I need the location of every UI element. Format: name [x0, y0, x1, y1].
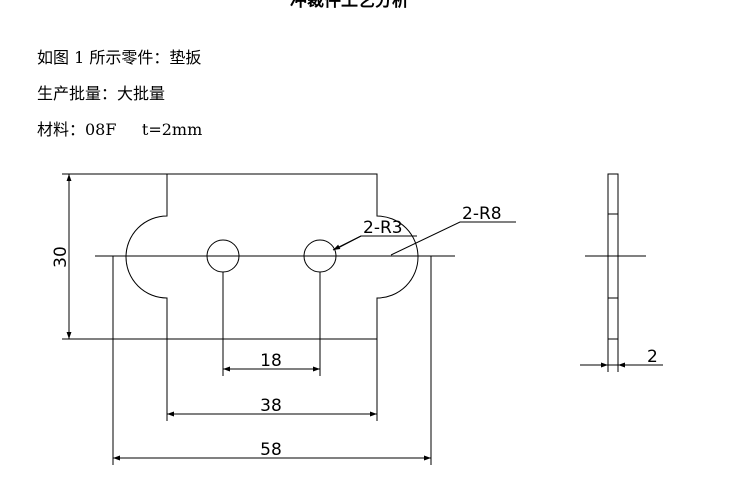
neck-width-dimension-text: 38: [260, 396, 282, 416]
height-dimension-text: 30: [51, 246, 71, 268]
part-name-line: 如图 1 所示零件：垫扳: [37, 48, 202, 67]
end-radius-callout: 2-R8: [462, 204, 502, 224]
end-radius-leader: [390, 221, 516, 256]
thickness-label: t=2mm: [141, 120, 203, 139]
page-title-partial: 冲裁件工艺分析: [290, 0, 409, 11]
hole-radius-callout: 2-R3: [363, 218, 403, 238]
thickness-dimension-text: 2: [647, 347, 658, 367]
overall-width-dimension-text: 58: [260, 440, 282, 460]
hole-spacing-dimension-text: 18: [260, 351, 282, 371]
material-label: 材料：08F: [37, 120, 117, 139]
production-batch-line: 生产批量：大批量: [37, 84, 166, 103]
material-line: 材料：08F t=2mm: [37, 116, 202, 140]
hole-radius-arrow: [332, 235, 362, 251]
